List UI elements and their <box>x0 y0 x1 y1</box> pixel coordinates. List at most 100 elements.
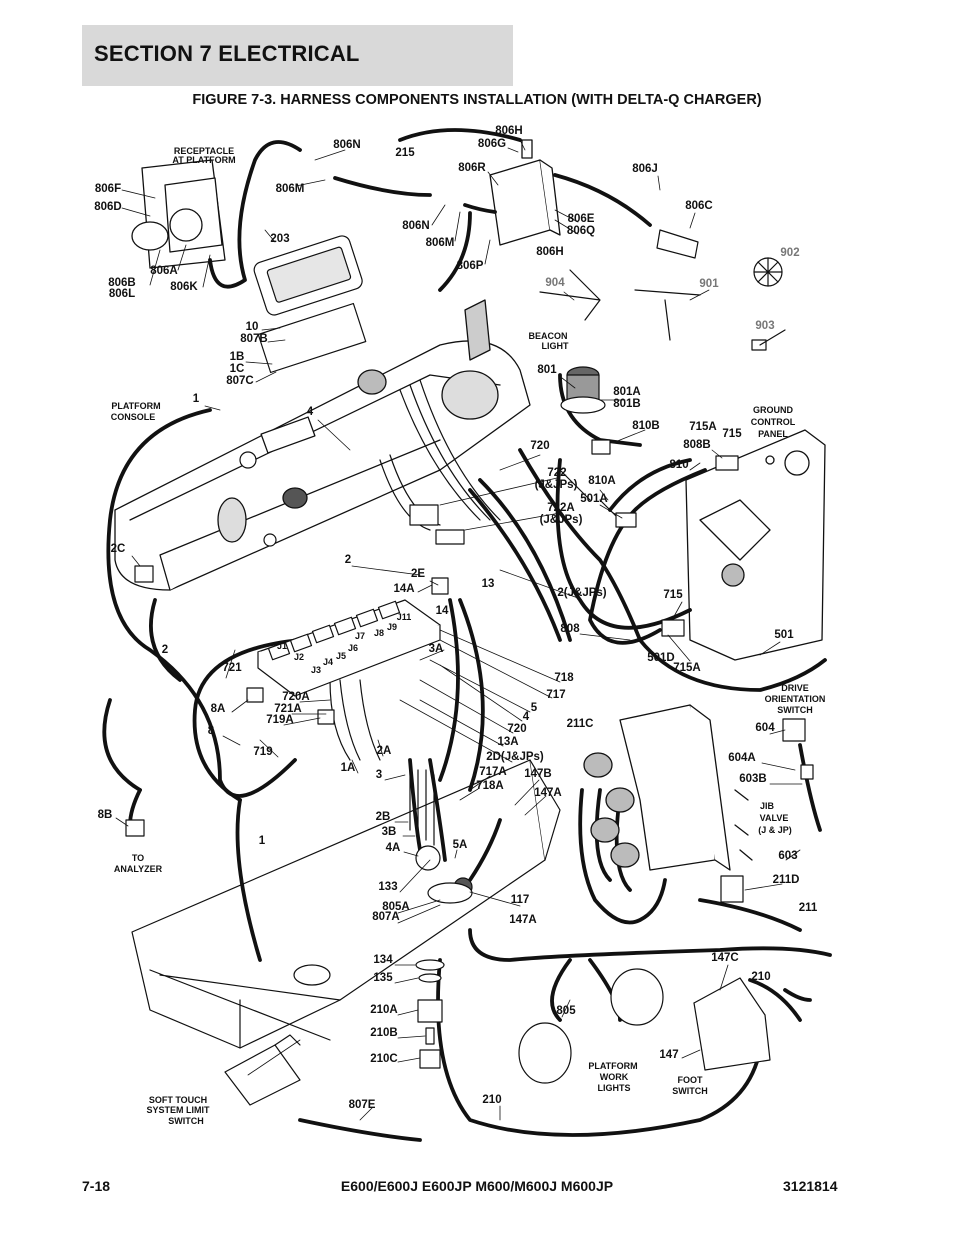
callout-label: 808 <box>560 623 580 635</box>
platform-console <box>114 299 531 591</box>
callout-label: 807B <box>240 333 268 345</box>
callout-label: J7 <box>355 631 365 641</box>
callout-label: 721 <box>222 662 242 674</box>
callout-label: 13A <box>497 736 518 748</box>
platform-tray <box>131 759 561 1049</box>
callout-label: J1 <box>277 641 287 651</box>
callout-label: 806N <box>333 139 361 151</box>
callout-label: 14 <box>436 605 449 617</box>
callout-label: 806D <box>94 201 122 213</box>
callout-label: 8A <box>211 703 226 715</box>
callout-label: 810A <box>588 475 616 487</box>
callout-label: ANALYZER <box>114 864 163 874</box>
callout-label: 210C <box>370 1053 398 1065</box>
document-number: 3121814 <box>783 1178 838 1194</box>
callout-label: (J & JP) <box>758 825 792 835</box>
callout-label: 904 <box>545 277 565 289</box>
callout-label: 147B <box>524 768 552 780</box>
callout-label: 720 <box>507 723 526 735</box>
callout-label: 717 <box>546 689 565 701</box>
callout-label: 718A <box>476 780 504 792</box>
callout-label: 1A <box>341 762 356 774</box>
callout-label: 4A <box>386 842 401 854</box>
callout-label: PANEL <box>758 429 788 439</box>
callout-label: CONSOLE <box>111 412 156 422</box>
callout-label: 603 <box>778 850 797 862</box>
callout-label: 806R <box>458 162 486 174</box>
callout-label: (J&JPs) <box>540 514 583 526</box>
callout-label: 210A <box>370 1004 398 1016</box>
callout-label: 147 <box>659 1049 678 1061</box>
callout-label: 5A <box>453 839 468 851</box>
callout-label: 1B <box>230 351 245 363</box>
callout-label: 3 <box>376 769 382 781</box>
callout-label: 1 <box>193 393 200 405</box>
section-title: SECTION 7 ELECTRICAL <box>94 41 360 66</box>
callout-label: 901 <box>699 278 719 290</box>
callout-label: SOFT TOUCH <box>149 1095 207 1105</box>
callout-label: 1 <box>259 835 266 847</box>
callout-label: 203 <box>270 233 289 245</box>
callout-label: 147A <box>509 914 537 926</box>
callout-label: 720A <box>282 691 310 703</box>
callout-label: 805 <box>556 1005 576 1017</box>
section-header-band <box>82 25 513 86</box>
callout-label: 806K <box>170 281 198 293</box>
callout-label: SWITCH <box>777 705 813 715</box>
callout-label: 2B <box>376 811 391 823</box>
callout-label: 501 <box>774 629 794 641</box>
callout-label: 715 <box>663 589 683 601</box>
callout-label: 2E <box>411 568 425 580</box>
callout-label: 806A <box>150 265 178 277</box>
callout-label: 807E <box>349 1099 376 1111</box>
callout-label: 808B <box>683 439 711 451</box>
callout-label: J5 <box>336 651 346 661</box>
callout-label: 722A <box>547 502 575 514</box>
leader-lines <box>115 139 803 1121</box>
thin-wires <box>329 379 621 846</box>
callout-label: 806L <box>109 288 135 300</box>
callout-label: 13 <box>482 578 495 590</box>
callout-label: 806B <box>108 277 136 289</box>
callout-label: J6 <box>348 643 358 653</box>
callout-label: 806M <box>426 237 455 249</box>
callout-label: 134 <box>373 954 393 966</box>
callout-label: 14A <box>393 583 414 595</box>
callout-label: RECEPTACLE <box>174 146 234 156</box>
callout-label: 210 <box>482 1094 501 1106</box>
callout-label: 717A <box>479 766 507 778</box>
callout-label: 2 <box>162 644 168 656</box>
callout-label: PLATFORM <box>588 1061 637 1071</box>
callout-label: 715A <box>673 662 701 674</box>
callout-label: TO <box>132 853 144 863</box>
callout-label: 806G <box>478 138 506 150</box>
callout-label: 604A <box>728 752 756 764</box>
callout-label: 801B <box>613 398 641 410</box>
callout-label: 902 <box>780 247 799 259</box>
callout-label: J9 <box>387 622 397 632</box>
callout-label: SWITCH <box>672 1086 708 1096</box>
callout-label: 806F <box>95 183 121 195</box>
callout-label: PLATFORM <box>111 401 160 411</box>
callout-label: 603B <box>739 773 767 785</box>
callout-label: VALVE <box>760 813 789 823</box>
callout-label: 807C <box>226 375 254 387</box>
callout-label: 215 <box>395 147 415 159</box>
callout-label: 210B <box>370 1027 398 1039</box>
callout-label: 604 <box>755 722 775 734</box>
callout-label: 807A <box>372 911 400 923</box>
callout-label: 211D <box>773 874 800 886</box>
callout-label: 2 <box>345 554 351 566</box>
callout-label: SYSTEM LIMIT <box>147 1105 211 1115</box>
callout-label: 720 <box>530 440 549 452</box>
callout-label: 806J <box>632 163 658 175</box>
callout-label: 718 <box>554 672 574 684</box>
callout-label: 806N <box>402 220 430 232</box>
callout-label: WORK <box>600 1072 629 1082</box>
callout-label: (J&JPs) <box>535 479 578 491</box>
callout-label: 8 <box>208 725 215 737</box>
callout-label: GROUND <box>753 405 793 415</box>
callout-label: 501A <box>580 493 608 505</box>
callout-label: 10 <box>246 321 259 333</box>
callout-label: SWITCH <box>168 1116 204 1126</box>
